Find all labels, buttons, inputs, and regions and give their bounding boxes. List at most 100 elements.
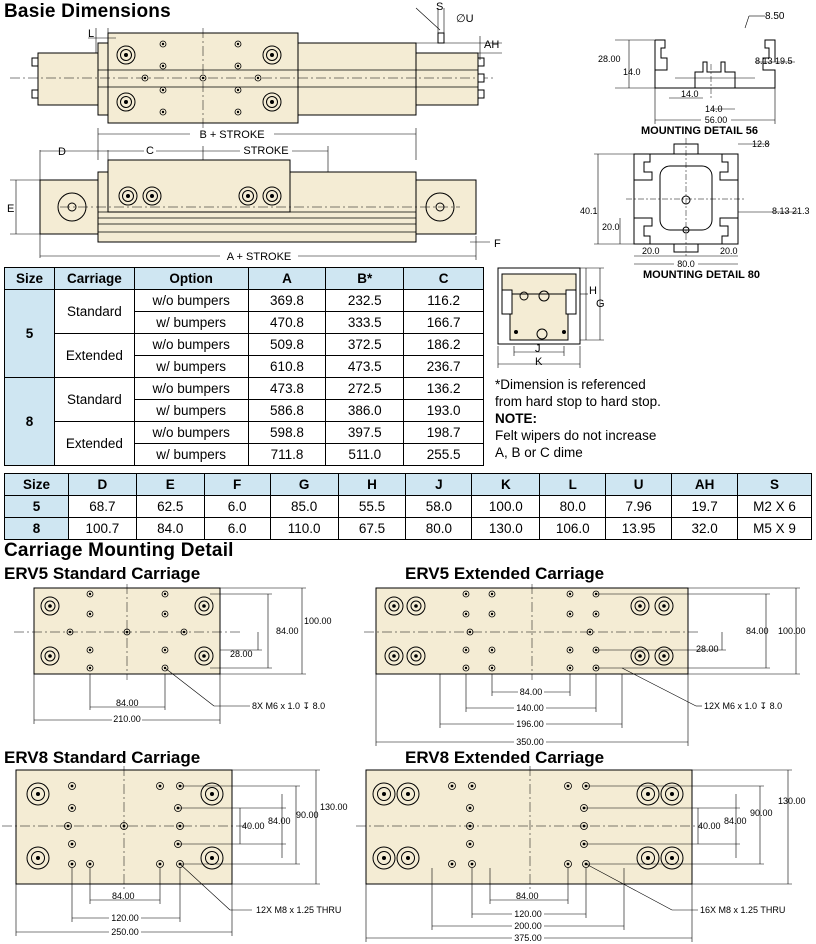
dim-F-label: F — [494, 238, 501, 250]
md80-20-0-a: 20.0 — [602, 222, 620, 232]
t1-a: 610.8 — [247, 355, 327, 378]
erv8e-120: 120.00 — [514, 909, 542, 919]
t1-b: 511.0 — [325, 443, 405, 466]
t2-header-e: E — [135, 473, 205, 496]
notes: *Dimension is referenced from hard stop … — [495, 376, 695, 461]
t1-header-c: C — [403, 267, 484, 290]
dimensions-table-d-s: Size D E F G H J K L U AH S 5 68.7 62.5 … — [4, 473, 812, 540]
t1-carriage: Standard — [53, 289, 135, 334]
t1-option: w/ bumpers — [133, 399, 249, 422]
t1-header-a: A — [247, 267, 327, 290]
dimensions-table-a-b-c: Size Carriage Option A B* C 5 Standard w… — [4, 267, 484, 466]
erv8e-hole-callout: 16X M8 x 1.25 THRU — [700, 905, 785, 915]
t1-b: 333.5 — [325, 311, 405, 334]
md80-20-0-b: 20.0 — [642, 246, 660, 256]
dim-D-label: D — [58, 146, 66, 158]
t2-header-l: L — [539, 473, 607, 496]
t1-a: 586.8 — [247, 399, 327, 422]
erv5s-210: 210.00 — [113, 714, 141, 724]
t1-a: 711.8 — [247, 443, 327, 466]
t2-cell: 110.0 — [269, 517, 339, 540]
t2-header-g: G — [269, 473, 339, 496]
t1-a: 470.8 — [247, 311, 327, 334]
t2-cell: 32.0 — [671, 517, 739, 540]
t2-size: 8 — [4, 517, 69, 540]
table-row: 8 100.7 84.0 6.0 110.0 67.5 80.0 130.0 1… — [4, 517, 812, 540]
t2-cell: 58.0 — [405, 495, 473, 518]
erv5s-hole-callout: 8X M6 x 1.0 ↧ 8.0 — [252, 701, 325, 711]
table-row: Extended w/o bumpers 598.8 397.5 198.7 — [5, 421, 484, 466]
erv8e-40: 40.00 — [698, 821, 721, 831]
table-row: w/ bumpers 711.8 511.0 255.5 — [5, 443, 484, 466]
md56-14-0-c: 14.0 — [705, 104, 723, 114]
dim-stroke-label: STROKE — [243, 145, 288, 157]
erv8-standard-title: ERV8 Standard Carriage — [4, 748, 201, 767]
md56-14-0-b: 14.0 — [681, 89, 699, 99]
end-view-H: H — [589, 285, 597, 297]
t2-cell: 100.7 — [67, 517, 137, 540]
t1-c: 193.0 — [403, 399, 484, 422]
mounting-detail-56-drawing: 8.50 28.00 14.0 8.13 19.5 14.0 14.0 56.0… — [598, 11, 795, 125]
t2-cell: 13.95 — [605, 517, 673, 540]
erv8s-130: 130.00 — [320, 802, 348, 812]
actuator-front-view: B + STROKE D C STROKE E A + STROKE F — [7, 128, 501, 263]
erv5e-28: 28.00 — [696, 644, 719, 654]
t2-cell: 6.0 — [203, 495, 271, 518]
md56-8-13: 8.13 — [755, 56, 773, 66]
erv8s-84-h: 84.00 — [112, 891, 135, 901]
end-view-drawing: H G J K — [497, 267, 605, 368]
t2-cell: 19.7 — [671, 495, 739, 518]
t1-carriage: Extended — [53, 333, 135, 378]
t1-c: 166.7 — [403, 311, 484, 334]
t1-b: 232.5 — [325, 289, 405, 312]
t1-a: 473.8 — [247, 377, 327, 400]
carriage-mounting-title: Carriage Mounting Detail — [4, 540, 234, 561]
t2-size: 5 — [4, 495, 69, 518]
dim-b-stroke-label: B + STROKE — [199, 129, 264, 141]
t2-cell: 68.7 — [67, 495, 137, 518]
erv8-extended-title: ERV8 Extended Carriage — [405, 748, 605, 767]
t2-cell: M2 X 6 — [737, 495, 812, 518]
mounting-detail-56-caption: MOUNTING DETAIL 56 — [641, 125, 758, 137]
t2-cell: 55.5 — [337, 495, 407, 518]
erv5e-hole-callout: 12X M6 x 1.0 ↧ 8.0 — [704, 701, 782, 711]
erv5s-84-h: 84.00 — [116, 698, 139, 708]
erv8-standard-drawing: 130.00 90.00 84.00 40.00 84.00 120.00 25… — [2, 766, 348, 937]
t2-cell: 80.0 — [539, 495, 607, 518]
erv8s-250: 250.00 — [111, 927, 139, 937]
table-row: 8 Standard w/o bumpers 473.8 272.5 136.2 — [4, 377, 484, 466]
md56-8-50: 8.50 — [765, 11, 785, 22]
end-view-G: G — [596, 298, 605, 310]
t1-option: w/o bumpers — [133, 421, 249, 444]
md56-14-0-a: 14.0 — [623, 67, 641, 77]
md80-80-0: 80.0 — [677, 259, 695, 268]
t1-b: 372.5 — [325, 333, 405, 356]
erv5e-140: 140.00 — [516, 703, 544, 713]
table-row: 5 68.7 62.5 6.0 85.0 55.5 58.0 100.0 80.… — [4, 495, 812, 518]
t2-header-u: U — [605, 473, 673, 496]
t1-a: 369.8 — [247, 289, 327, 312]
t1-c: 198.7 — [403, 421, 484, 444]
erv5-standard-drawing: 100.00 84.00 28.00 84.00 210.00 8X M6 x … — [14, 584, 332, 724]
dim-AH-label: AH — [484, 39, 499, 51]
erv8e-200: 200.00 — [514, 921, 542, 931]
t2-cell: 130.0 — [471, 517, 541, 540]
t2-cell: 85.0 — [269, 495, 339, 518]
t1-header-size: Size — [4, 267, 55, 290]
t2-cell: 84.0 — [135, 517, 205, 540]
t2-cell: 62.5 — [135, 495, 205, 518]
erv8e-84-h: 84.00 — [516, 891, 539, 901]
md80-20-0-c: 20.0 — [720, 246, 738, 256]
t1-c: 255.5 — [403, 443, 484, 466]
erv8e-84-v: 84.00 — [724, 816, 747, 826]
dim-S-label: S — [436, 1, 443, 13]
md80-12-8: 12.8 — [752, 139, 770, 149]
erv5-extended-drawing: 100.00 84.00 28.00 84.00 140.00 196.00 3… — [364, 584, 806, 747]
erv8e-375: 375.00 — [514, 933, 542, 943]
table-row: w/ bumpers 470.8 333.5 166.7 — [5, 311, 484, 334]
erv8e-90: 90.00 — [750, 808, 773, 818]
md80-8-13: 8.13 — [772, 206, 790, 216]
erv8s-120: 120.00 — [111, 913, 139, 923]
erv5-extended-title: ERV5 Extended Carriage — [405, 564, 605, 583]
table-row: 5 Standard w/o bumpers 369.8 232.5 116.2 — [4, 289, 484, 378]
